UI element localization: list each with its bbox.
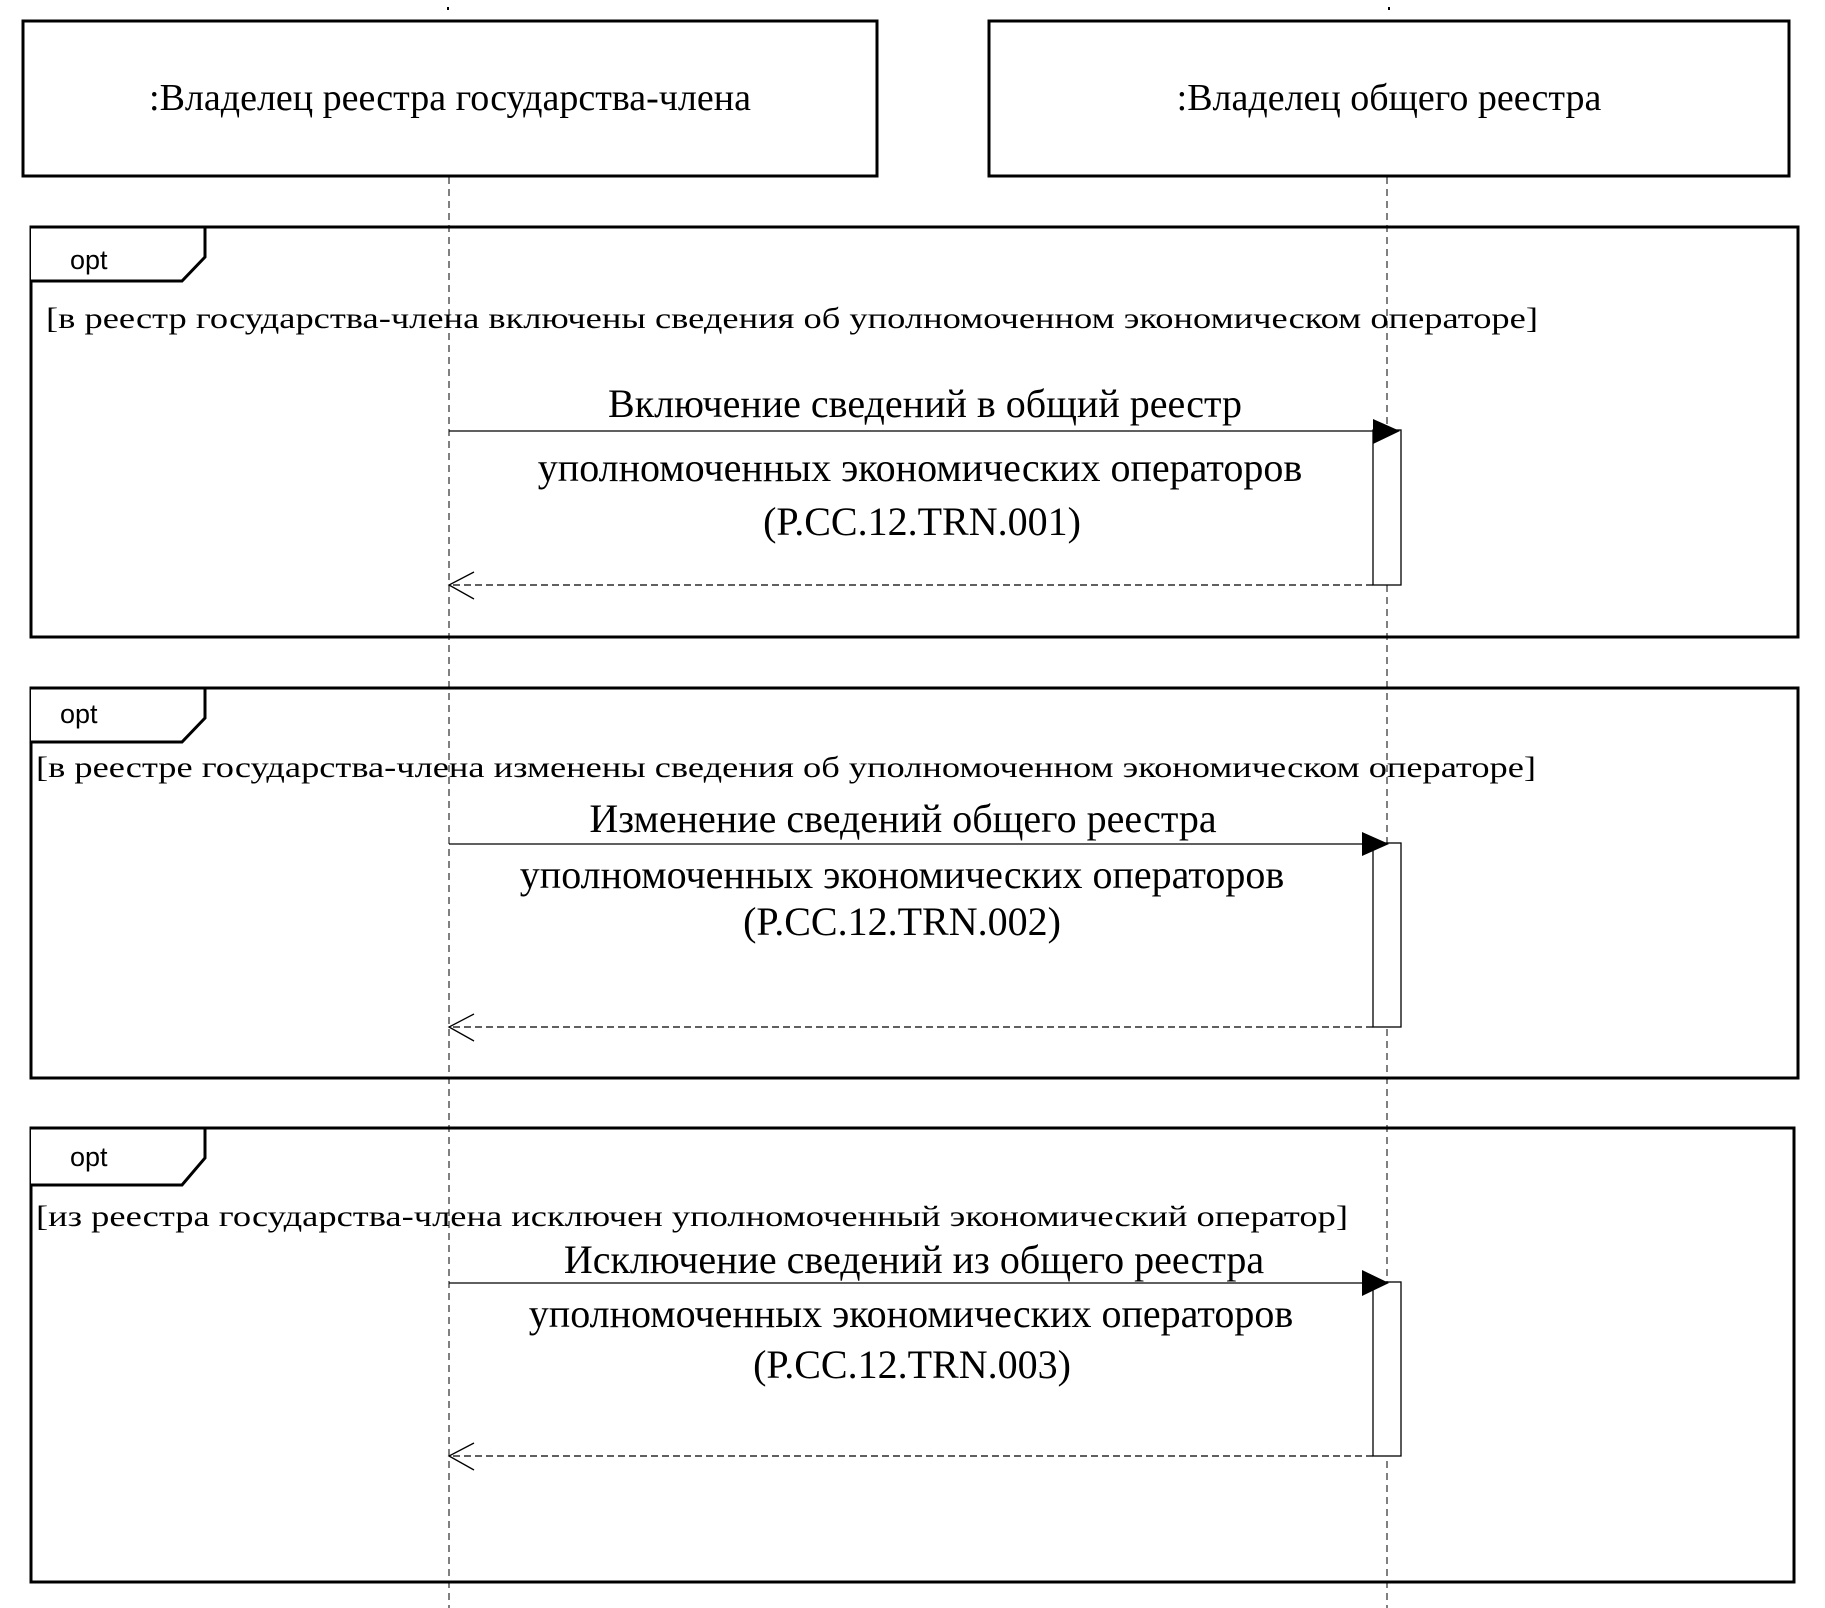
fragment-guard: [в реестре государства-члена изменены св… [36,751,1536,784]
message-label-line-2: уполномоченных экономических операторов [538,445,1302,490]
activation-bar [1372,1281,1402,1457]
fragment-operator-tab [31,686,207,744]
lifeline-head-label: :Владелец реестра государства-члена [149,77,751,119]
opt-fragment-3: opt [из реестра государства-члена исключ… [29,1126,1796,1584]
fragment-operator-label: opt [70,1142,108,1172]
fragment-operator-label: opt [70,245,108,275]
open-arrowhead-icon [447,1013,475,1042]
opt-fragment-2: opt [в реестре государства-члена изменен… [29,686,1800,1080]
message-label-line-2: уполномоченных экономических операторов [529,1291,1293,1336]
message-label-line-1: Включение сведений в общий реестр [608,381,1242,426]
message-label-line-1: Изменение сведений общего реестра [589,796,1216,841]
message-label-line-3: (P.CC.12.TRN.003) [753,1342,1071,1387]
message-label-line-3: (P.CC.12.TRN.001) [763,499,1081,544]
fragment-operator-tab [31,225,207,283]
open-arrowhead-icon [447,571,475,600]
activation-bar [1372,429,1402,586]
fragment-frame [29,1126,1796,1584]
filled-arrowhead-icon [1373,419,1400,444]
message-label-line-1: Исключение сведений из общего реестра [564,1237,1265,1282]
filled-arrowhead-icon [1362,832,1389,856]
filled-arrowhead-icon [1362,1270,1389,1296]
message-label-line-3: (P.CC.12.TRN.002) [743,899,1061,944]
fragment-guard: [из реестра государства-члена исключен у… [36,1200,1348,1233]
message-label-line-2: уполномоченных экономических операторов [520,852,1284,897]
activation-bar [1372,842,1402,1028]
fragment-frame [29,686,1800,1080]
lifeline-head-common-registry-owner: :Владелец общего реестра [987,19,1791,178]
fragment-operator-label: opt [60,699,98,729]
lifeline-head-box [987,19,1791,178]
fragment-operator-tab [31,1126,207,1187]
opt-fragment-1: opt [в реестр государства-члена включены… [29,225,1800,639]
lifeline-head-label: :Владелец общего реестра [1177,77,1602,119]
fragment-guard: [в реестр государства-члена включены све… [46,302,1538,335]
lifeline-top-tick-1 [447,7,449,10]
lifeline-top-tick-2 [1388,7,1390,10]
fragment-frame [29,225,1800,639]
lifeline-head-member-state-owner: :Владелец реестра государства-члена [21,19,879,178]
open-arrowhead-icon [447,1442,475,1471]
lifeline-head-box [21,19,879,178]
